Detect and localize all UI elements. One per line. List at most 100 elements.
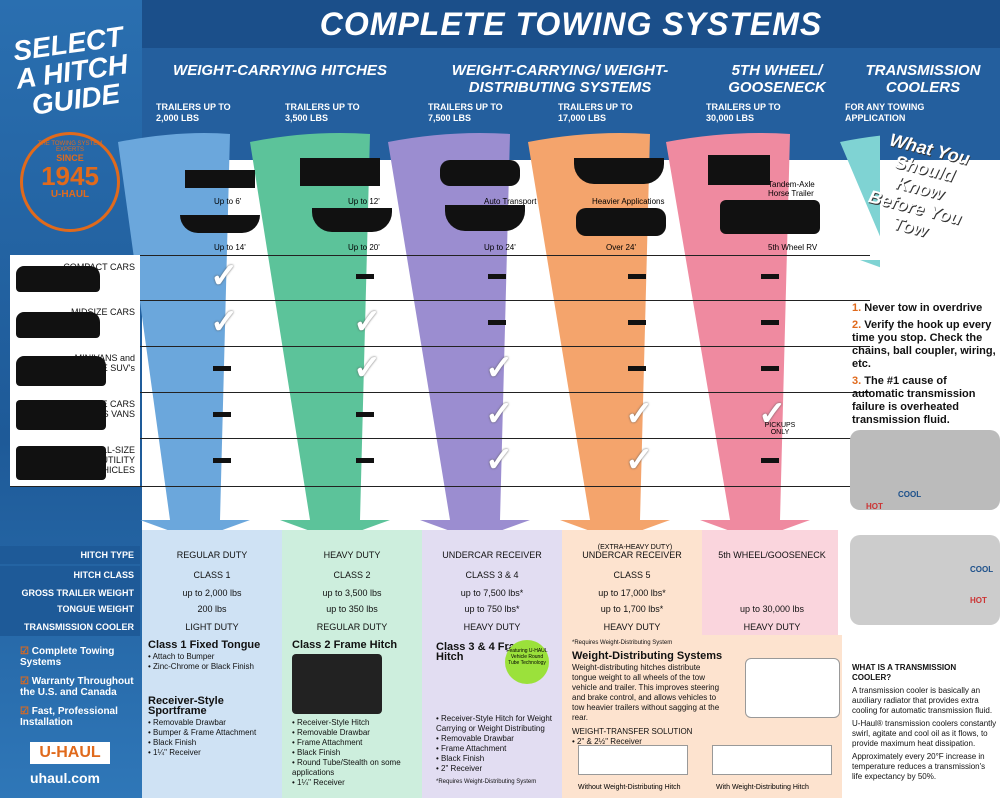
spec-col-bg-1	[142, 530, 282, 635]
class34-item: • 2" Receiver	[436, 764, 483, 773]
boat-icon	[180, 215, 260, 233]
class34-item: • Black Finish	[436, 754, 485, 763]
receiver-item: • 1¼" Receiver	[148, 748, 201, 757]
trailer-capacity-3: TRAILERS UP TO 7,500 LBS	[428, 102, 503, 123]
receiver-item-text: Removable Drawbar	[153, 718, 226, 727]
dash-icon	[761, 274, 779, 279]
receiver-item-text: Bumper & Frame Attachment	[153, 728, 257, 737]
row-divider	[10, 392, 870, 393]
car-hauler-icon	[440, 160, 520, 186]
spec-cell: UNDERCAR RECEIVER	[582, 550, 682, 560]
extra-heavy-note: (EXTRA-HEAVY DUTY)	[597, 544, 673, 551]
spec-col-bg-2	[282, 530, 422, 635]
wds-sub: WEIGHT-TRANSFER SOLUTION	[572, 727, 693, 736]
spec-col-bg-3	[422, 530, 562, 635]
spec-col-bg-4	[562, 530, 702, 635]
class2-item: • Removable Drawbar	[292, 728, 370, 737]
spec-cell: REGULAR DUTY	[316, 622, 388, 632]
check-icon: ✓	[353, 349, 382, 387]
note-up-to-14: Up to 14'	[214, 243, 246, 252]
check-icon: ✓	[485, 441, 514, 479]
boat-icon	[574, 158, 664, 184]
dash-icon	[628, 320, 646, 325]
spec-cell: REGULAR DUTY	[176, 550, 248, 560]
spec-label: GROSS TRAILER WEIGHT	[0, 584, 140, 602]
tip-number: 1.	[852, 302, 862, 314]
stamp-top: THE TOWING SYSTEM EXPERTS	[37, 141, 103, 153]
class34-item-text: Frame Attachment	[441, 744, 507, 753]
spec-cell: up to 3,500 lbs	[322, 588, 382, 598]
dash-icon	[628, 274, 646, 279]
website-link[interactable]: uhaul.com	[30, 770, 101, 786]
dash-icon	[356, 274, 374, 279]
towing-tips: 1. Never tow in overdrive 2. Verify the …	[852, 302, 997, 427]
note-up-to-6: Up to 6'	[214, 197, 242, 206]
spec-cell: 200 lbs	[197, 604, 227, 614]
trailer-icon	[300, 158, 380, 186]
class1-info: Class 1 Fixed Tongue • Attach to Bumper …	[148, 640, 278, 758]
class34-item: • Receiver-Style Hitch for Weight Carryi…	[436, 714, 553, 733]
class2-item: • Black Finish	[292, 748, 341, 757]
spec-cell: up to 17,000 lbs*	[598, 588, 666, 598]
tip-text: Never tow in overdrive	[864, 302, 983, 314]
note-heavier: Heavier Applications	[592, 197, 665, 206]
tip-number: 3.	[852, 375, 862, 387]
cooler-para: U-Haul® transmission coolers constantly …	[852, 719, 997, 748]
boat-icon	[445, 205, 525, 231]
class1-item: • Zinc-Chrome or Black Finish	[148, 662, 254, 671]
wds-title: Weight-Distributing Systems	[572, 650, 723, 662]
check-icon: ✓	[485, 395, 514, 433]
receiver-item: • Removable Drawbar	[148, 718, 226, 727]
stamp-year: 1945	[41, 161, 99, 191]
receiver-title: Receiver-Style Sportframe	[148, 695, 224, 717]
class2-item-text: Round Tube/Stealth on some applications	[292, 758, 401, 777]
spec-label: TRANSMISSION COOLER	[0, 618, 140, 636]
suv-icon	[16, 446, 106, 480]
dash-icon	[488, 274, 506, 279]
dash-icon	[761, 366, 779, 371]
wds-info: *Requires Weight-Distributing System Wei…	[572, 638, 842, 747]
receiver-item: • Bumper & Frame Attachment	[148, 728, 257, 737]
page-title: COMPLETE TOWING SYSTEMS	[319, 6, 823, 42]
class2-item: • Round Tube/Stealth on some application…	[292, 758, 401, 777]
wds-illustration	[745, 658, 840, 718]
stamp-mid: SINCE	[56, 153, 84, 163]
class34-item-text: Receiver-Style Hitch for Weight Carrying…	[436, 714, 553, 733]
hot-label: HOT	[970, 596, 987, 605]
check-icon: ✓	[210, 257, 239, 295]
feature-list: ☑ Complete Towing Systems ☑ Warranty Thr…	[20, 646, 140, 728]
uhaul-logo: U-HAUL	[30, 742, 110, 764]
spec-cell: CLASS 2	[333, 570, 371, 580]
wds-desc: Weight-distributing hitches distribute t…	[572, 663, 720, 722]
class34-item-text: Removable Drawbar	[441, 734, 514, 743]
compact-car-icon	[16, 266, 100, 292]
fifth-wheel-rv-icon	[720, 200, 820, 234]
pickup-icon	[16, 400, 106, 430]
cooler-para: Approximately every 20°F increase in tem…	[852, 752, 986, 781]
dash-icon	[213, 458, 231, 463]
row-divider	[10, 486, 870, 487]
spec-cell: CLASS 1	[193, 570, 231, 580]
note-up-to-20: Up to 20'	[348, 243, 380, 252]
check-icon: ☑	[20, 676, 29, 687]
heading-transmission-coolers: TRANSMISSION COOLERS	[865, 62, 981, 96]
class2-title: Class 2 Frame Hitch	[292, 639, 398, 651]
dash-icon	[356, 412, 374, 417]
class2-item-text: Removable Drawbar	[297, 728, 370, 737]
check-icon: ✓	[758, 395, 787, 433]
featuring-badge: Featuring U-HAUL Vehicle Round Tube Tech…	[505, 640, 549, 684]
spec-cell: HEAVY DUTY	[743, 622, 801, 632]
cooler-info: WHAT IS A TRANSMISSION COOLER? A transmi…	[852, 663, 997, 782]
class34-item-text: Black Finish	[441, 754, 485, 763]
class2-item: • Frame Attachment	[292, 738, 363, 747]
note-up-to-12: Up to 12'	[348, 197, 380, 206]
feature-item: Warranty Throughout the U.S. and Canada	[20, 676, 134, 698]
wds-note: *Requires Weight-Distributing System	[572, 640, 673, 646]
note-auto-transport: Auto Transport	[484, 197, 537, 206]
receiver-item-text: Black Finish	[153, 738, 197, 747]
note-horse-trailer: Tandem-Axle Horse Trailer	[768, 180, 815, 198]
trailer-icon	[185, 170, 255, 188]
class34-title: Class 3 & 4 Frame Hitch	[436, 641, 531, 663]
spec-label: TONGUE WEIGHT	[0, 600, 140, 618]
check-icon: ✓	[210, 303, 239, 341]
